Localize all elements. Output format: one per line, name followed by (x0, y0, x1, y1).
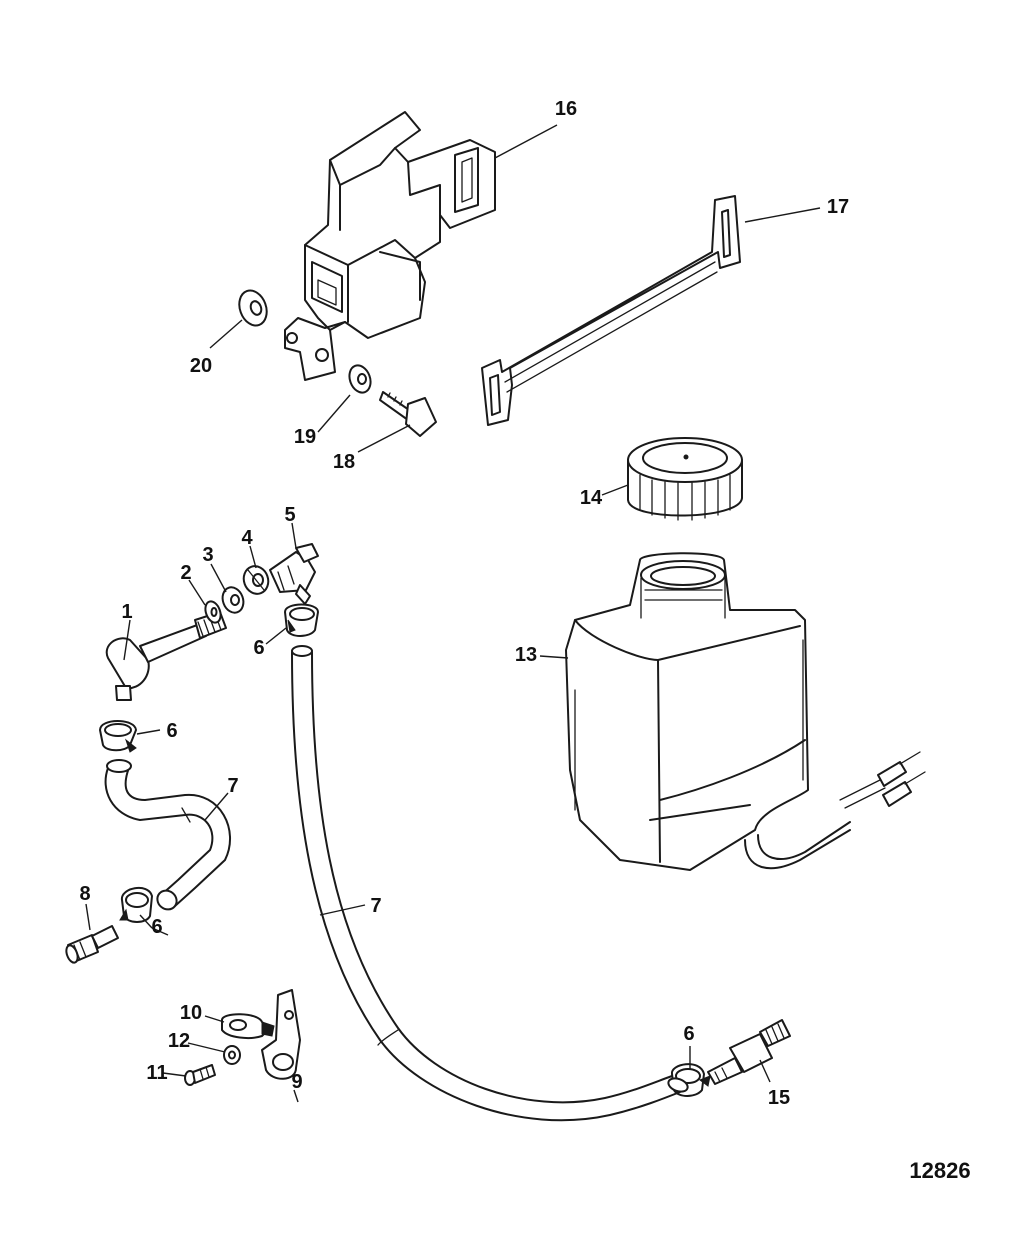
callout-19: 19 (294, 426, 316, 448)
callout-3: 3 (202, 544, 213, 566)
part-oil-tank (565, 552, 926, 871)
part-hose-clamp-lower-left (119, 886, 153, 923)
part-hose-clamp-upper (284, 603, 319, 637)
callout-7-long-hose: 7 (370, 895, 381, 917)
part-washer-12 (223, 1045, 241, 1065)
callout-14: 14 (580, 487, 603, 509)
callout-11: 11 (146, 1062, 167, 1084)
part-bolt-18 (379, 391, 437, 437)
part-clamp-10 (221, 1013, 275, 1039)
callout-13: 13 (515, 644, 537, 666)
callout-16: 16 (555, 98, 577, 120)
part-short-hose (104, 759, 231, 911)
part-tank-cap (627, 437, 743, 521)
part-washer-20 (238, 289, 268, 327)
part-fitting-15 (707, 1019, 791, 1085)
callout-17: 17 (827, 196, 849, 218)
callout-1: 1 (121, 601, 132, 623)
callout-2: 2 (180, 562, 191, 584)
part-screw-11 (184, 1064, 216, 1086)
callout-6-left: 6 (166, 720, 177, 742)
callout-4: 4 (241, 527, 253, 549)
callout-10: 10 (180, 1002, 202, 1024)
callout-8: 8 (79, 883, 90, 905)
callout-18: 18 (333, 451, 355, 473)
callout-6-lower-left: 6 (151, 916, 162, 938)
part-hose-clip (261, 989, 301, 1080)
part-barb-fitting (65, 925, 119, 964)
part-nut-4 (242, 565, 270, 595)
callout-9: 9 (291, 1071, 302, 1093)
part-washer-2 (204, 600, 222, 624)
callout-labels: 1 2 3 4 5 6 6 6 6 7 7 8 9 10 11 12 13 14… (79, 98, 849, 1109)
callout-7-short-hose: 7 (227, 775, 238, 797)
reference-number: 12826 (909, 1158, 970, 1183)
part-strap (481, 195, 741, 426)
callout-6-upper: 6 (253, 637, 264, 659)
part-washer-3 (221, 586, 245, 614)
part-mounting-bracket (284, 111, 496, 381)
part-hose-clamp-left (99, 720, 137, 753)
callout-20: 20 (190, 355, 212, 377)
part-elbow-fitting (269, 543, 319, 605)
callout-6-lower-right: 6 (683, 1023, 694, 1045)
part-washer-19 (348, 364, 372, 394)
leader-lines (85, 124, 821, 1103)
callout-12: 12 (168, 1030, 190, 1052)
part-long-hose (291, 645, 689, 1122)
callout-5: 5 (284, 504, 295, 526)
callout-15: 15 (768, 1087, 790, 1109)
